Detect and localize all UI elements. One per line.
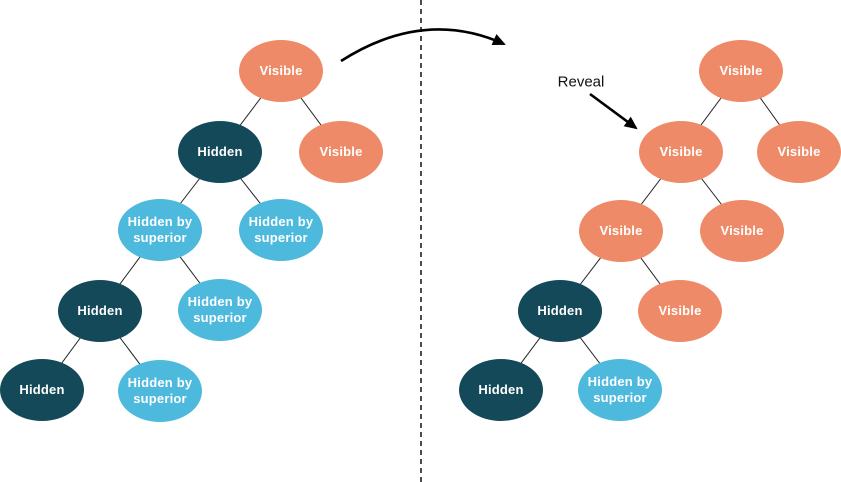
- tree-edge: [219, 151, 282, 231]
- tree-edge: [620, 151, 682, 232]
- tree-edge: [159, 151, 221, 231]
- tree-edge: [280, 70, 342, 153]
- reveal-arrow: [589, 92, 638, 130]
- tree-edge: [500, 310, 561, 391]
- tree-edge: [219, 70, 282, 153]
- tree-edge: [680, 70, 742, 153]
- tree-edge: [559, 230, 622, 312]
- tree-edge: [740, 70, 800, 153]
- tree-edge: [41, 310, 101, 391]
- tree-edge: [99, 310, 161, 392]
- tree-edge: [559, 310, 621, 391]
- tree-edge: [99, 229, 161, 312]
- reveal-label: Reveal: [557, 73, 605, 91]
- tree-edge: [680, 151, 743, 232]
- tree-edge: [159, 229, 221, 311]
- tree-edge: [620, 230, 681, 312]
- transform-arrow: [340, 28, 506, 63]
